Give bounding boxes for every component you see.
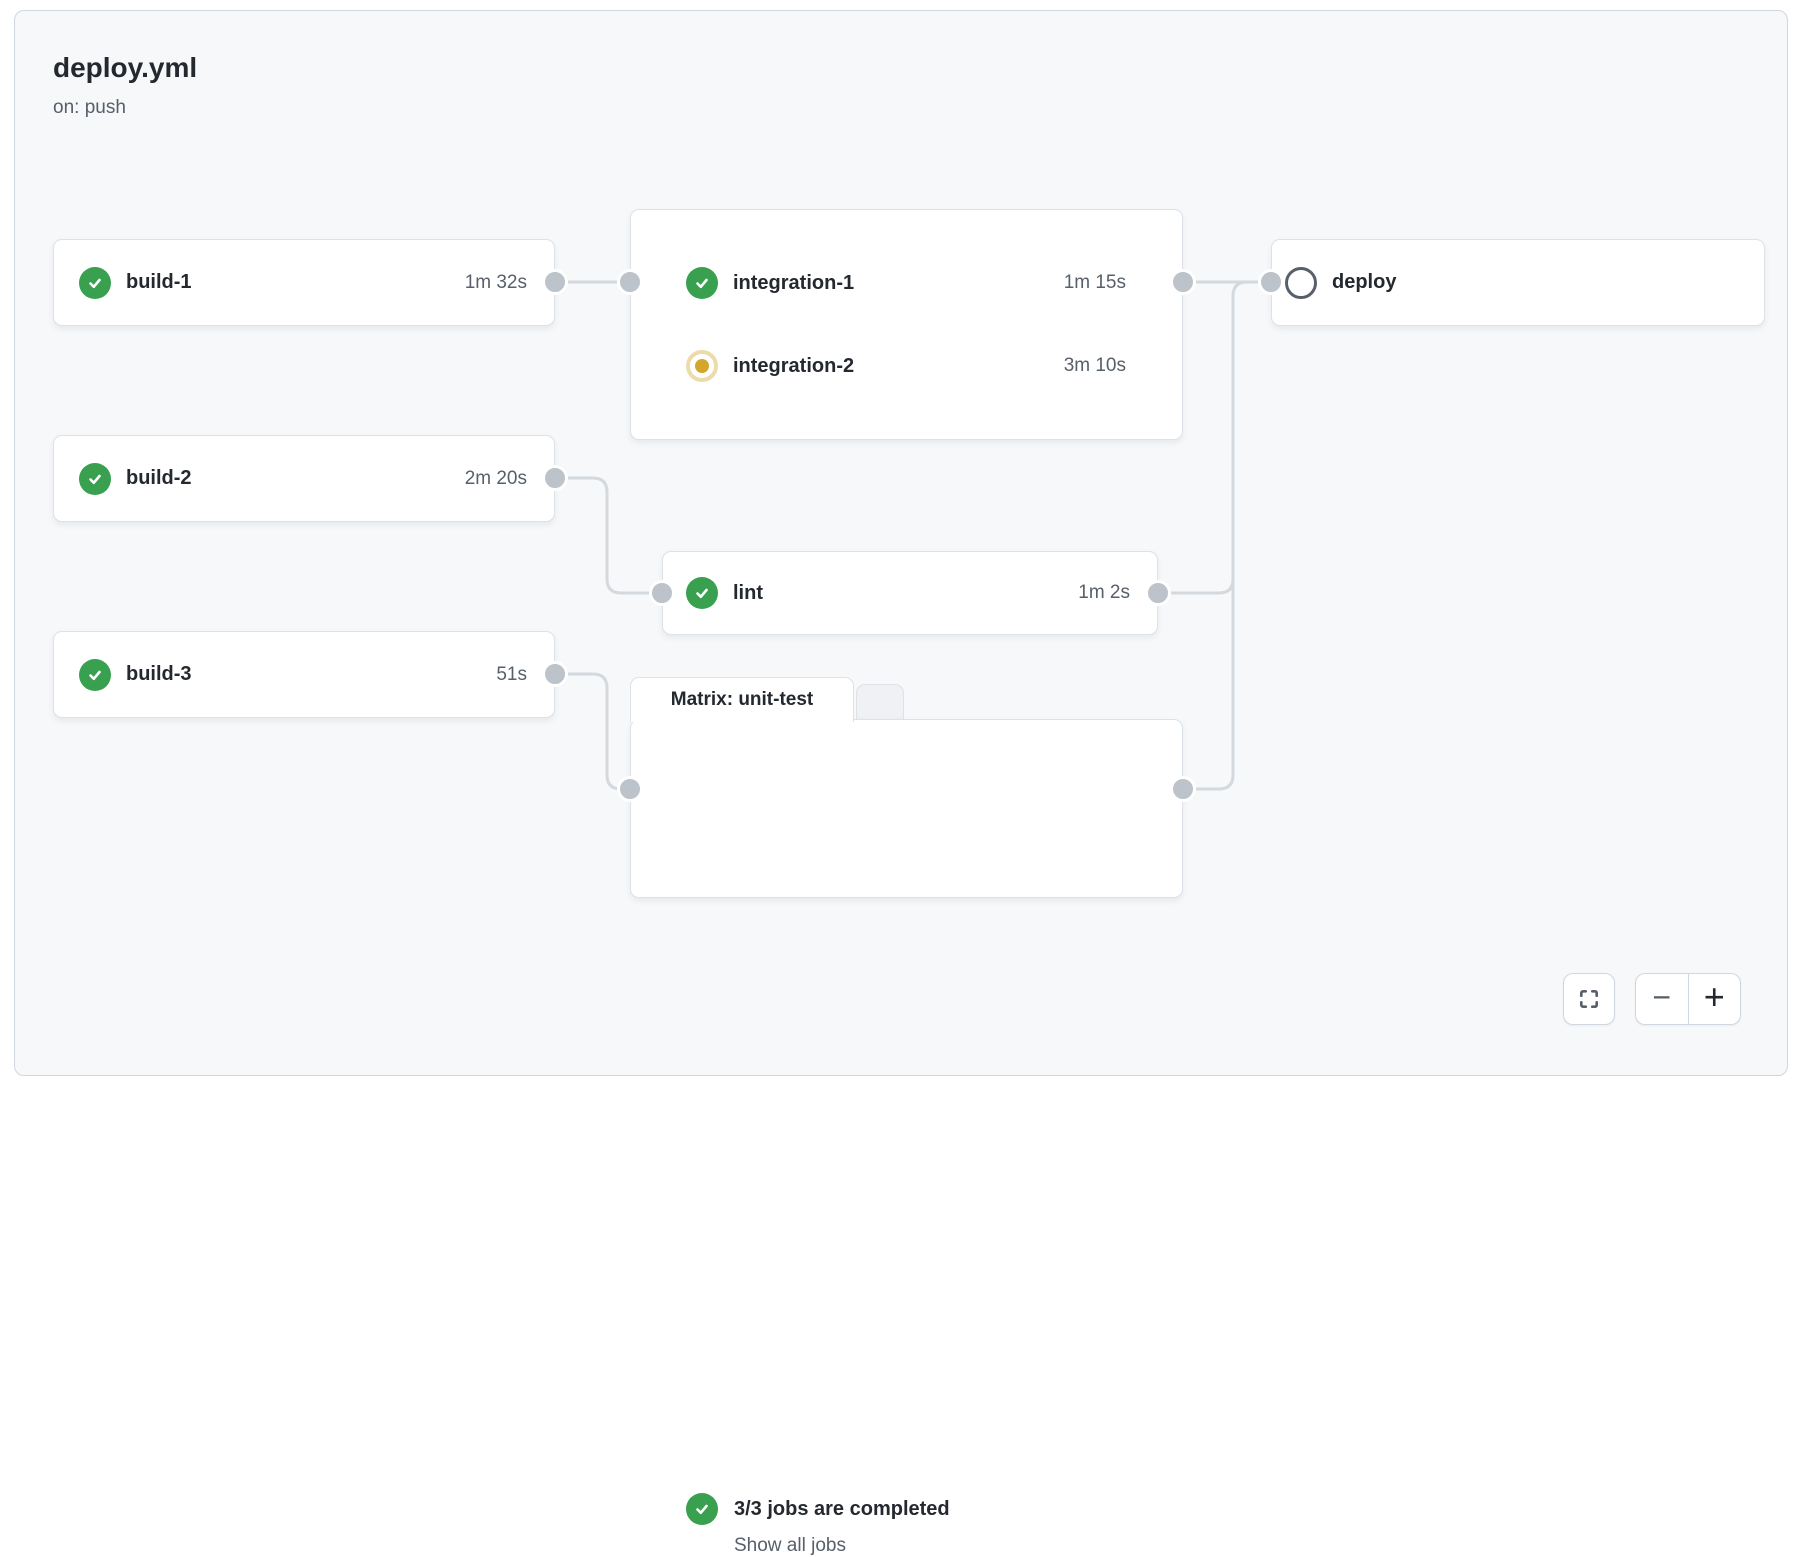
success-check-icon (686, 1493, 718, 1525)
workflow-title: deploy.yml (53, 52, 198, 83)
connector-dot-matrix-in (617, 776, 643, 802)
job-node-build-1[interactable]: build-1 1m 32s (53, 239, 555, 326)
job-node-integration-1[interactable]: integration-1 1m 15s (631, 251, 1182, 315)
connector-dot-build1-out (542, 269, 568, 295)
job-duration: 2m 20s (464, 467, 527, 489)
connector-dot-lint-out (1145, 580, 1171, 606)
zoom-control-group: − + (1635, 973, 1741, 1025)
connector-dot-integration-out (1170, 269, 1196, 295)
job-node-build-2[interactable]: build-2 2m 20s (53, 435, 555, 522)
job-duration: 51s (496, 663, 527, 685)
connector-dot-deploy-in (1258, 269, 1284, 295)
edge-build2-lint (553, 476, 664, 595)
connector-dot-integration-in (617, 269, 643, 295)
job-label: build-2 (126, 467, 192, 489)
matrix-summary-row: 3/3 jobs are completed Show all jobs (686, 1493, 950, 1557)
matrix-group-tab[interactable]: Matrix: unit-test (630, 677, 854, 722)
matrix-group-label: Matrix: unit-test (670, 689, 814, 710)
job-label: lint (733, 581, 763, 604)
connector-dot-lint-in (649, 580, 675, 606)
success-check-icon (686, 267, 718, 299)
job-label: integration-1 (733, 271, 855, 294)
edge-build3-matrix (553, 672, 632, 791)
job-label: build-3 (126, 663, 192, 685)
workflow-header: deploy.yml on: push (53, 50, 197, 120)
matrix-group-box[interactable]: 3/3 jobs are completed Show all jobs (630, 719, 1183, 1556)
integration-group: integration-1 1m 15s integration-2 3m 10… (630, 209, 1183, 440)
job-label: integration-2 (733, 354, 855, 377)
fullscreen-icon (1579, 989, 1599, 1009)
job-node-lint[interactable]: lint 1m 2s (662, 551, 1158, 635)
minus-icon: − (1652, 979, 1672, 1015)
job-duration: 1m 15s (1063, 272, 1126, 293)
job-node-integration-2[interactable]: integration-2 3m 10s (631, 334, 1182, 398)
plus-icon: + (1703, 976, 1725, 1017)
connector-dot-matrix-out (1170, 776, 1196, 802)
matrix-summary: 3/3 jobs are completed (734, 1498, 950, 1520)
success-check-icon (79, 266, 111, 299)
success-check-icon (686, 577, 718, 609)
job-label: deploy (1332, 271, 1397, 293)
success-check-icon (79, 658, 111, 691)
success-check-icon (79, 462, 111, 495)
job-label: build-1 (126, 271, 192, 293)
zoom-in-button[interactable]: + (1689, 974, 1741, 1024)
connector-dot-build3-out (542, 661, 568, 687)
zoom-divider (1687, 974, 1689, 1024)
matrix-stacked-tab-edge (856, 684, 904, 722)
workflow-canvas (14, 10, 1788, 1076)
matrix-texts: 3/3 jobs are completed Show all jobs (734, 1493, 950, 1557)
in-progress-icon (686, 350, 718, 382)
edge-matrix-trunk-deploy (1181, 280, 1264, 791)
pending-circle-icon (1285, 266, 1317, 299)
job-duration: 1m 32s (464, 271, 527, 293)
show-all-jobs-link[interactable]: Show all jobs (734, 1535, 846, 1556)
job-node-deploy[interactable]: deploy (1271, 239, 1765, 326)
job-duration: 1m 2s (1078, 582, 1130, 603)
workflow-edges (553, 280, 1273, 791)
zoom-out-button[interactable]: − (1636, 974, 1688, 1024)
connector-dot-build2-out (542, 465, 568, 491)
fullscreen-button[interactable] (1563, 973, 1615, 1025)
job-duration: 3m 10s (1063, 355, 1126, 376)
workflow-trigger: on: push (53, 97, 126, 118)
job-node-build-3[interactable]: build-3 51s (53, 631, 555, 718)
